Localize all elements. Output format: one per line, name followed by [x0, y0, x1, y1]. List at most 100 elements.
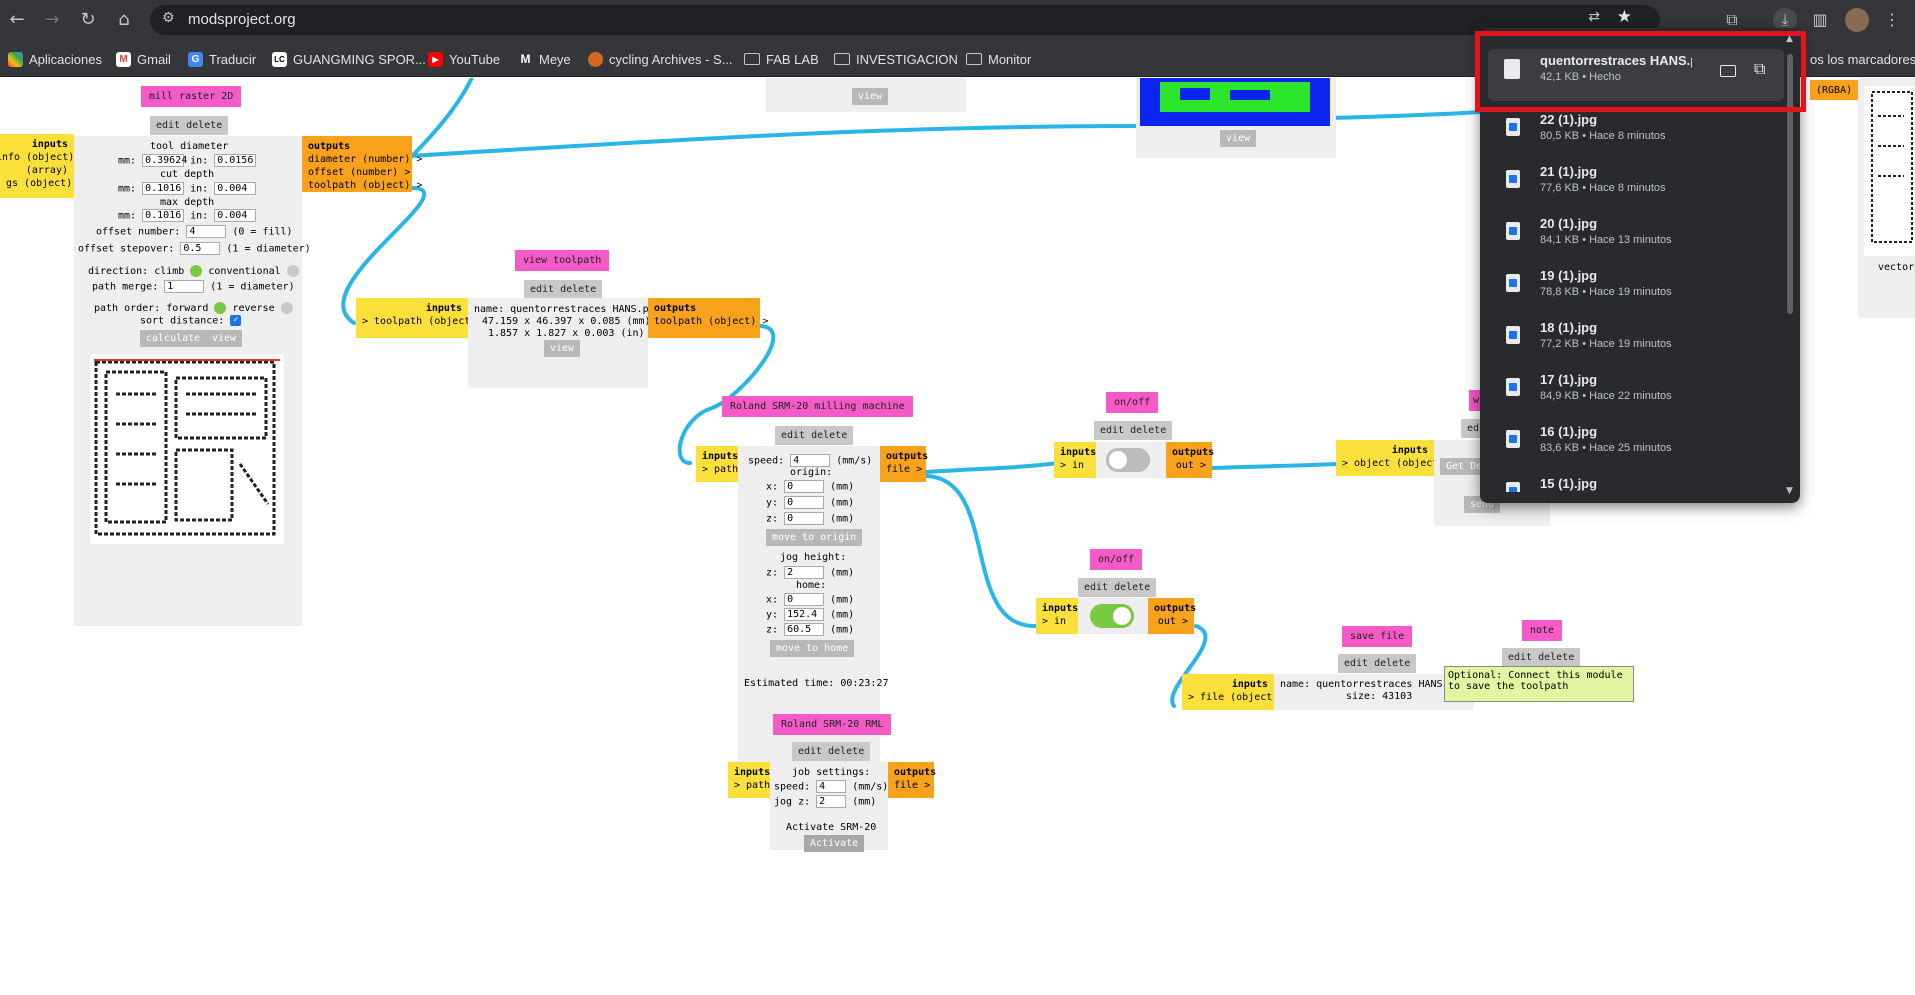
edit-delete-button[interactable]: edit delete — [792, 742, 871, 761]
sort-distance-checkbox[interactable]: ✓ — [230, 315, 242, 326]
home-x-input[interactable]: 0 — [784, 593, 825, 606]
bookmark-youtube[interactable]: ▶ YouTube — [428, 48, 500, 70]
view-button[interactable]: view — [1220, 130, 1257, 147]
edit-delete-button[interactable]: edit delete — [1094, 421, 1173, 440]
download-item[interactable]: 15 (1).jpg — [1480, 472, 1788, 492]
back-button[interactable]: ← — [5, 8, 29, 32]
bookmark-apps[interactable]: Aplicaciones — [8, 48, 102, 70]
url-text[interactable]: modsproject.org — [188, 11, 296, 28]
jog-height-input[interactable]: 2 — [784, 566, 825, 579]
max-in-input[interactable]: 0.004 — [214, 209, 257, 222]
conventional-radio[interactable] — [286, 265, 299, 277]
kebab-menu-icon[interactable]: ⋮ — [1884, 10, 1900, 29]
home-z-input[interactable]: 60.5 — [784, 623, 825, 636]
reverse-radio[interactable] — [280, 302, 293, 314]
stepover-input[interactable]: 0.5 — [180, 242, 221, 255]
cut-in-input[interactable]: 0.004 — [214, 182, 257, 195]
outputs-port[interactable]: outputs diameter (number) > offset (numb… — [302, 136, 422, 192]
edit-delete-button[interactable]: edit delete — [1338, 654, 1417, 673]
origin-y-input[interactable]: 0 — [784, 496, 825, 509]
module-title-view-toolpath[interactable]: view toolpath — [515, 250, 610, 271]
speed-input[interactable]: 4 — [790, 454, 831, 467]
move-to-origin-button[interactable]: move to origin — [766, 529, 863, 546]
outputs-port[interactable]: outputs toolpath (object) > — [648, 298, 768, 338]
forward-radio[interactable] — [214, 302, 227, 314]
tool-in-input[interactable]: 0.0156 — [214, 154, 257, 167]
move-to-home-button[interactable]: move to home — [770, 640, 855, 657]
bookmark-folder-fablab[interactable]: FAB LAB — [744, 48, 819, 70]
home-y-input[interactable]: 152.4 — [784, 608, 825, 621]
edit-delete-button[interactable]: edit delete — [775, 426, 854, 445]
climb-radio[interactable] — [190, 265, 203, 277]
max-mm-input[interactable]: 0.1016 — [142, 209, 185, 222]
star-bookmark-icon[interactable]: ★ — [1616, 7, 1632, 27]
outputs-port[interactable]: outputs out > — [1166, 442, 1214, 478]
origin-z-input[interactable]: 0 — [784, 512, 825, 525]
all-bookmarks[interactable]: os los marcadores — [1810, 48, 1915, 70]
edit-delete-button[interactable]: edit delete — [150, 116, 229, 135]
outputs-port[interactable]: outputs file > — [880, 446, 928, 482]
onoff-toggle[interactable] — [1106, 448, 1150, 472]
module-title-note[interactable]: note — [1522, 620, 1563, 641]
outputs-port[interactable]: outputs file > — [888, 762, 936, 798]
reload-button[interactable]: ↻ — [76, 8, 100, 32]
module-title-mill-raster[interactable]: mill raster 2D — [141, 86, 242, 107]
inputs-port[interactable]: inputs > in — [1036, 598, 1078, 634]
bookmark-cycling[interactable]: cycling Archives - S... — [588, 48, 733, 70]
view-button[interactable]: view — [206, 330, 243, 347]
module-title-onoff[interactable]: on/off — [1090, 549, 1143, 570]
outputs-port[interactable]: (RGBA) — [1810, 80, 1860, 100]
forward-button[interactable]: → — [40, 8, 64, 32]
inputs-port[interactable]: inputs > file (object) — [1182, 674, 1278, 710]
scroll-up-icon[interactable]: ▲ — [1786, 34, 1793, 44]
edit-delete-button[interactable]: edit delete — [1078, 578, 1157, 597]
extensions-icon[interactable]: ⧉ — [1726, 10, 1738, 29]
note-text[interactable]: Optional: Connect this module to save th… — [1444, 666, 1634, 702]
bookmark-guangming[interactable]: LC GUANGMING SPOR... — [272, 48, 426, 70]
cut-mm-input[interactable]: 0.1016 — [142, 182, 185, 195]
origin-x-input[interactable]: 0 — [784, 480, 825, 493]
inputs-port[interactable]: inputs info (object) (array) gs (object) — [0, 134, 74, 198]
show-in-folder-icon[interactable] — [1720, 65, 1736, 77]
scrollbar-thumb[interactable] — [1787, 54, 1793, 314]
rml-jog-input[interactable]: 2 — [816, 795, 847, 808]
bookmark-folder-investigacion[interactable]: INVESTIGACION — [834, 48, 958, 70]
view-button[interactable]: view — [544, 340, 581, 357]
rml-speed-input[interactable]: 4 — [816, 780, 847, 793]
address-bar[interactable]: ⚙ modsproject.org ⇄ ★ — [150, 5, 1660, 35]
home-button[interactable]: ⌂ — [112, 8, 136, 32]
translate-icon[interactable]: ⇄ — [1588, 9, 1600, 25]
activate-button[interactable]: Activate — [804, 835, 865, 852]
calculate-button[interactable]: calculate — [140, 330, 207, 347]
bookmark-translate[interactable]: G Traducir — [188, 48, 256, 70]
bookmark-folder-monitor[interactable]: Monitor — [966, 48, 1031, 70]
inputs-port[interactable]: inputs > toolpath (object) — [356, 298, 476, 338]
side-panel-icon[interactable]: ▥ — [1812, 10, 1828, 29]
offset-number-input[interactable]: 4 — [186, 225, 227, 238]
download-item[interactable]: quentorrestraces HANS.pr 42,1 KB • Hecho… — [1488, 49, 1784, 101]
downloads-scrollbar[interactable]: ▲ ▼ — [1786, 34, 1794, 496]
module-title-onoff[interactable]: on/off — [1106, 392, 1159, 413]
open-external-icon[interactable]: ⧉ — [1754, 59, 1766, 78]
site-info-icon[interactable]: ⚙ — [162, 10, 175, 26]
inputs-port[interactable]: inputs > in — [1054, 442, 1096, 478]
path-merge-input[interactable]: 1 — [164, 280, 205, 293]
edit-delete-button[interactable]: edit delete — [524, 280, 603, 299]
tool-mm-input[interactable]: 0.39624 — [142, 154, 187, 167]
module-title-websocket[interactable]: w — [1469, 390, 1484, 411]
bookmark-meye[interactable]: M Meye — [518, 48, 571, 70]
scroll-down-icon[interactable]: ▼ — [1786, 486, 1793, 496]
inputs-port[interactable]: inputs > object (object) — [1336, 440, 1444, 476]
profile-avatar[interactable] — [1845, 8, 1869, 32]
edit-delete-button[interactable]: edit delete — [1502, 648, 1581, 667]
module-title-rml[interactable]: Roland SRM-20 RML — [773, 714, 892, 735]
inputs-port[interactable]: inputs > path — [696, 446, 738, 482]
outputs-port[interactable]: outputs out > — [1148, 598, 1196, 634]
